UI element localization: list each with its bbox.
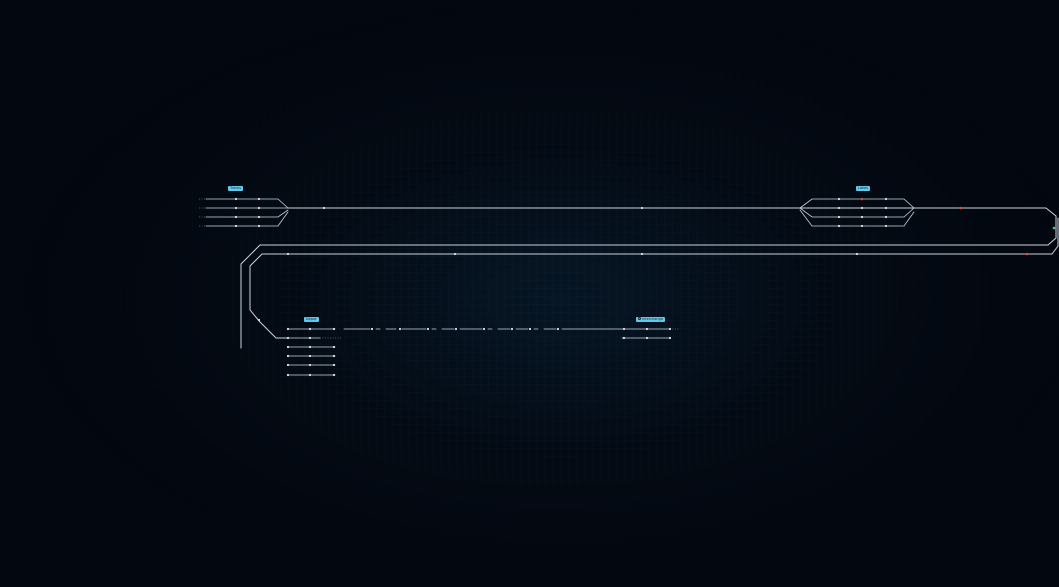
signal-marker[interactable] xyxy=(645,327,649,331)
signal-marker[interactable] xyxy=(860,215,864,219)
station-label-east-junction[interactable]: Lakes xyxy=(856,186,870,191)
signal-marker[interactable] xyxy=(884,215,888,219)
east-platform-track-1[interactable] xyxy=(799,198,915,209)
signal-marker[interactable] xyxy=(332,327,336,331)
track-stubs xyxy=(199,198,680,339)
signal-marker[interactable] xyxy=(855,252,859,256)
signal-marker[interactable] xyxy=(308,363,312,367)
return-loop-outer[interactable] xyxy=(240,244,1049,349)
signal-marker[interactable] xyxy=(959,206,963,210)
signal-marker[interactable] xyxy=(884,197,888,201)
signal-marker[interactable] xyxy=(308,373,312,377)
signal-marker[interactable] xyxy=(308,345,312,349)
signal-marker[interactable] xyxy=(668,327,672,331)
signal-marker[interactable] xyxy=(286,336,290,340)
signal-marker[interactable] xyxy=(286,354,290,358)
west-platform-track-3[interactable] xyxy=(205,209,289,218)
signal-marker[interactable] xyxy=(510,327,514,331)
signal-marker[interactable] xyxy=(308,354,312,358)
signal-marker[interactable] xyxy=(837,197,841,201)
station-label-interchange[interactable]: Interchange xyxy=(636,317,666,322)
signal-marker[interactable] xyxy=(308,327,312,331)
west-platform-track-4[interactable] xyxy=(205,211,289,227)
west-platform-track-1[interactable] xyxy=(205,198,289,209)
track-lines xyxy=(205,198,1059,376)
signal-marker[interactable] xyxy=(286,373,290,377)
signal-marker[interactable] xyxy=(257,224,261,228)
signal-marker[interactable] xyxy=(426,327,430,331)
signal-marker[interactable] xyxy=(257,206,261,210)
signal-marker[interactable] xyxy=(482,327,486,331)
signal-marker[interactable] xyxy=(860,206,864,210)
signal-marker[interactable] xyxy=(645,336,649,340)
signal-marker[interactable] xyxy=(332,363,336,367)
signal-marker[interactable] xyxy=(837,215,841,219)
signal-marker[interactable] xyxy=(528,327,532,331)
signal-marker[interactable] xyxy=(622,336,626,340)
signal-marker[interactable] xyxy=(234,197,238,201)
signal-marker[interactable] xyxy=(332,345,336,349)
station-name: Depot xyxy=(306,317,317,321)
signal-marker[interactable] xyxy=(398,327,402,331)
signal-marker[interactable] xyxy=(332,373,336,377)
signal-marker[interactable] xyxy=(1025,252,1029,256)
signal-marker[interactable] xyxy=(286,327,290,331)
main-line-lower[interactable] xyxy=(249,217,1059,323)
signal-marker[interactable] xyxy=(884,206,888,210)
signal-marker[interactable] xyxy=(322,206,326,210)
signal-marker[interactable] xyxy=(837,224,841,228)
signal-marker[interactable] xyxy=(668,336,672,340)
signal-marker[interactable] xyxy=(622,327,626,331)
signal-markers xyxy=(234,197,1056,377)
signal-marker[interactable] xyxy=(286,252,290,256)
east-platform-track-4[interactable] xyxy=(799,209,915,227)
signal-marker[interactable] xyxy=(1052,226,1056,230)
signal-marker[interactable] xyxy=(332,354,336,358)
signal-marker[interactable] xyxy=(257,215,261,219)
signal-marker[interactable] xyxy=(257,197,261,201)
signal-marker[interactable] xyxy=(860,197,864,201)
signal-marker[interactable] xyxy=(308,336,312,340)
signal-marker[interactable] xyxy=(453,252,457,256)
signal-marker[interactable] xyxy=(860,224,864,228)
signal-marker[interactable] xyxy=(837,206,841,210)
station-name: Tracks xyxy=(230,186,241,190)
main-line-upper[interactable] xyxy=(287,207,1057,246)
station-name: Lakes xyxy=(858,186,868,190)
station-label-west-terminal[interactable]: Tracks xyxy=(228,186,243,191)
signal-marker[interactable] xyxy=(640,206,644,210)
station-label-south-yard[interactable]: Depot xyxy=(304,317,319,322)
signal-marker[interactable] xyxy=(286,363,290,367)
signal-marker[interactable] xyxy=(884,224,888,228)
signal-marker[interactable] xyxy=(556,327,560,331)
signal-marker[interactable] xyxy=(286,345,290,349)
south-branch-curve[interactable] xyxy=(259,321,289,339)
signal-marker[interactable] xyxy=(234,206,238,210)
signal-marker[interactable] xyxy=(454,327,458,331)
signal-marker[interactable] xyxy=(234,224,238,228)
signal-marker[interactable] xyxy=(370,327,374,331)
signal-marker[interactable] xyxy=(234,215,238,219)
signal-marker[interactable] xyxy=(257,318,261,322)
station-name: Interchange xyxy=(642,317,664,321)
station-icon xyxy=(638,317,641,321)
signal-marker[interactable] xyxy=(640,252,644,256)
east-platform-track-3[interactable] xyxy=(799,207,915,218)
